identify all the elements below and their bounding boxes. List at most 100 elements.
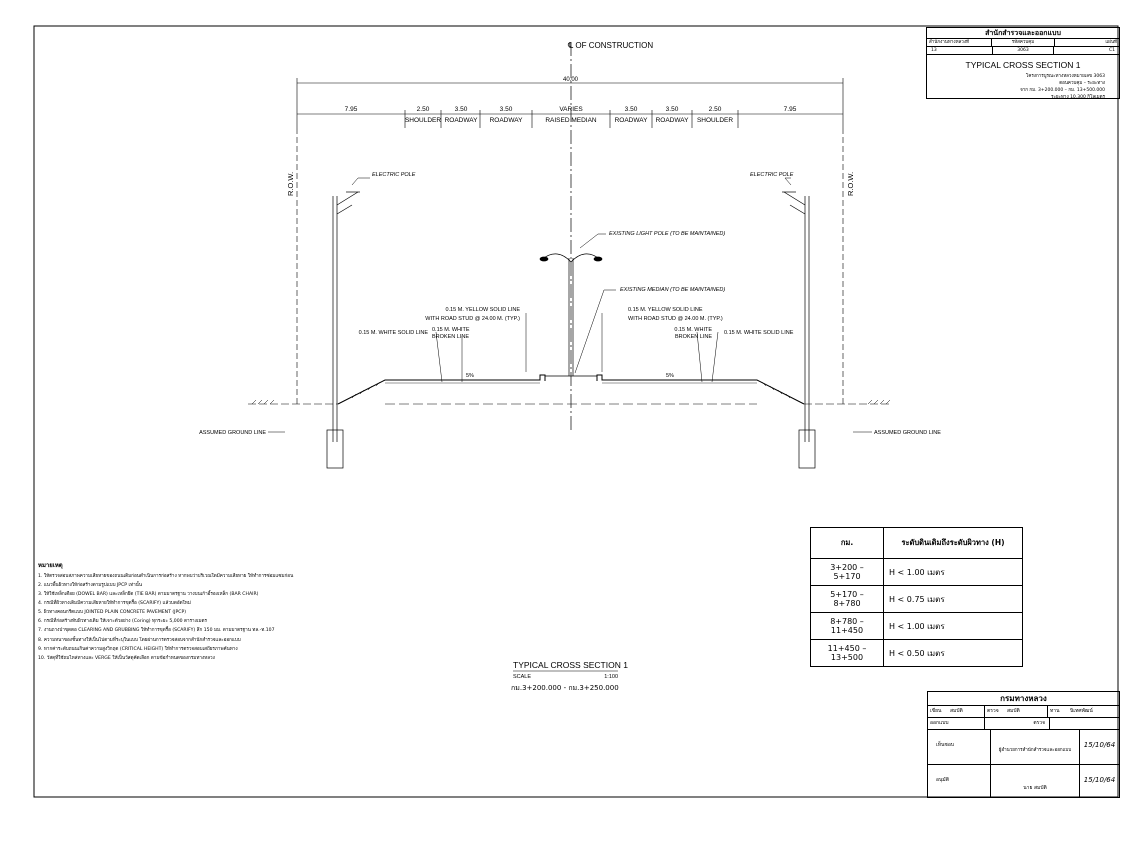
embankment-hatch bbox=[251, 381, 891, 405]
title-col-label: แผ่นที่ bbox=[1105, 40, 1117, 45]
notes-heading: หมายเหตุ bbox=[38, 562, 63, 569]
title-col-value: 3063 bbox=[993, 47, 1055, 54]
table-row: 8+780 – 11+450 H < 1.00 เมตร bbox=[810, 612, 1023, 640]
table-cell-h: H < 0.50 เมตร bbox=[883, 639, 1023, 667]
table-cell-h: H < 1.00 เมตร bbox=[883, 612, 1023, 640]
title-block-title: TYPICAL CROSS SECTION 1 bbox=[965, 60, 1081, 70]
table-cell-km: 11+450 – 13+500 bbox=[810, 639, 884, 667]
seg-label: ROADWAY bbox=[490, 117, 524, 124]
white-solid-label-right: 0.15 M. WHITE SOLID LINE bbox=[724, 330, 794, 336]
light-pole-label: EXISTING LIGHT POLE (TO BE MAINTAINED) bbox=[609, 231, 725, 237]
road-profile bbox=[248, 374, 892, 405]
seg-label: ROADWAY bbox=[656, 117, 690, 124]
seg-width: 7.95 bbox=[784, 106, 797, 113]
title-col-value: 13 bbox=[927, 47, 993, 54]
median-label: EXISTING MEDIAN (TO BE MAINTAINED) bbox=[620, 287, 725, 293]
approval-row-4: อนุมัติ นาย สมบัติ 15/10/64 bbox=[928, 765, 1119, 797]
ground-line-label-left: ASSUMED GROUND LINE bbox=[199, 430, 266, 436]
seg-width: 3.50 bbox=[666, 106, 679, 113]
seg-width: 3.50 bbox=[500, 106, 513, 113]
seg-width: 7.95 bbox=[345, 106, 358, 113]
caption-range: กม.3+200.000 - กม.3+250.000 bbox=[511, 684, 619, 692]
title-block-sub2: ตอนควบคุม – ระยะทาง bbox=[1059, 81, 1105, 86]
approval-cell: สมบัติ bbox=[1007, 706, 1048, 717]
approval-empty bbox=[1050, 718, 1119, 729]
white-broken-label-left-1: 0.15 M. WHITE bbox=[432, 327, 470, 333]
approval-row-2: ออกแบบ ตรวจ bbox=[928, 718, 1119, 730]
title-col-label: สำนักงานทางหลวงที่ bbox=[927, 39, 992, 46]
approval-row-1: เขียน สมบัติ ตรวจ สมบัติ ทาน นิเทศพัฒน์ bbox=[928, 706, 1119, 718]
electric-pole-label-left: ELECTRIC POLE bbox=[372, 172, 416, 178]
note-item: 3. ให้ใช้เหล็กเดือย (DOWEL BAR) และเหล็ก… bbox=[38, 592, 259, 598]
seg-label: SHOULDER bbox=[405, 117, 441, 124]
yellow-line-label-right-2: WITH ROAD STUD @ 24.00 M. (TYP.) bbox=[628, 316, 723, 322]
sheet-border bbox=[33, 25, 1119, 798]
approval-date: 15/10/64 bbox=[1083, 741, 1116, 749]
slope-label-right: 5% bbox=[666, 373, 674, 379]
note-item: 6. กรณีที่ก่อสร้างทับผิวทางเดิม ให้เจาะต… bbox=[38, 619, 207, 625]
approval-cell: นิเทศพัฒน์ bbox=[1070, 708, 1093, 714]
table-row: 3+200 – 5+170 H < 1.00 เมตร bbox=[810, 558, 1023, 586]
title-block-sub1: โครงการบูรณะทางหลวงหมายเลข 3063 bbox=[1025, 74, 1105, 79]
leader-lines bbox=[268, 177, 872, 433]
approval-date: 15/10/64 bbox=[1083, 776, 1116, 784]
electric-pole-right bbox=[782, 191, 816, 469]
note-item: 7. งานถางป่าขุดตอ CLEARING AND GRUBBING … bbox=[38, 628, 275, 634]
title-block-agency: สำนักสำรวจและออกแบบ bbox=[927, 28, 1119, 39]
seg-width: VARIES bbox=[559, 106, 583, 113]
yellow-line-label-right-1: 0.15 M. YELLOW SOLID LINE bbox=[628, 307, 703, 313]
approval-agency: กรมทางหลวง bbox=[928, 692, 1119, 706]
height-table-col-km: กม. bbox=[810, 527, 884, 559]
title-block: สำนักสำรวจและออกแบบ สำนักงานทางหลวงที่ ร… bbox=[926, 27, 1120, 100]
title-col-value: C1 bbox=[1109, 48, 1116, 53]
white-broken-label-left-2: BROKEN LINE bbox=[432, 334, 469, 340]
electric-pole-left bbox=[326, 191, 360, 469]
seg-label: ROADWAY bbox=[445, 117, 479, 124]
caption-title: TYPICAL CROSS SECTION 1 bbox=[513, 660, 628, 670]
notes-block: หมายเหตุ 1. ให้ตรวจสอบสภาพความเสียหายของ… bbox=[38, 561, 478, 665]
approval-cell: อนุมัติ bbox=[928, 765, 991, 797]
height-table-col-h: ระดับดินเดิมถึงระดับผิวทาง (H) bbox=[883, 527, 1023, 559]
approval-cell: เห็นชอบ bbox=[928, 730, 991, 764]
ground-line-label-right: ASSUMED GROUND LINE bbox=[874, 430, 941, 436]
centerline-label: ℄ OF CONSTRUCTION bbox=[567, 41, 653, 50]
approval-cell: นาย สมบัติ bbox=[991, 765, 1080, 797]
yellow-line-label-left-2: WITH ROAD STUD @ 24.00 M. (TYP.) bbox=[425, 316, 520, 322]
title-block-values: 13 3063 C1 bbox=[927, 47, 1119, 55]
note-item: 8. ความหนาของชั้นทางให้เป็นไปตามที่ระบุใ… bbox=[38, 637, 241, 643]
height-table: กม. ระดับดินเดิมถึงระดับผิวทาง (H) 3+200… bbox=[810, 527, 1023, 667]
height-table-header: กม. ระดับดินเดิมถึงระดับผิวทาง (H) bbox=[810, 527, 1023, 559]
table-row: 5+170 – 8+780 H < 0.75 เมตร bbox=[810, 585, 1023, 613]
note-item: 1. ให้ตรวจสอบสภาพความเสียหายของถนนเดิมก่… bbox=[38, 574, 294, 579]
note-item: 4. กรณีที่ผิวทางเดิมมีความเสียหายให้ทำกา… bbox=[38, 601, 191, 607]
white-solid-label-left: 0.15 M. WHITE SOLID LINE bbox=[359, 330, 429, 336]
row-label-left: R.O.W. bbox=[286, 172, 295, 196]
table-cell-h: H < 1.00 เมตร bbox=[883, 558, 1023, 586]
title-block-sub4: ระยะทาง 10.300 กิโลเมตร bbox=[1051, 95, 1105, 100]
segment-dimension bbox=[297, 110, 843, 128]
seg-label: SHOULDER bbox=[697, 117, 733, 124]
seg-width: 3.50 bbox=[455, 106, 468, 113]
title-block-cols: สำนักงานทางหลวงที่ รหัสควบคุม แผ่นที่ bbox=[927, 39, 1119, 47]
approval-cell: ผู้อำนวยการสำนักสำรวจและออกแบบ bbox=[991, 730, 1080, 764]
note-item: 5. ผิวทางคอนกรีตแบบ JOINTED PLAIN CONCRE… bbox=[38, 610, 187, 616]
white-broken-label-right-2: BROKEN LINE bbox=[675, 334, 712, 340]
approval-cell: ตรวจ bbox=[985, 718, 1050, 729]
seg-label: ROADWAY bbox=[615, 117, 649, 124]
yellow-line-label-left-1: 0.15 M. YELLOW SOLID LINE bbox=[446, 307, 521, 313]
approval-row-3: เห็นชอบ ผู้อำนวยการสำนักสำรวจและออกแบบ 1… bbox=[928, 730, 1119, 765]
caption-scale-value: 1:100 bbox=[604, 674, 618, 680]
white-broken-label-right-1: 0.15 M. WHITE bbox=[674, 327, 712, 333]
note-item: 2. แนวพื้นผิวทางให้ก่อสร้างตามรูปแบบ JPC… bbox=[38, 583, 142, 589]
note-item: 9. หากค่าระดับถนนเกินค่าความสูงวิกฤต (CR… bbox=[38, 646, 238, 652]
seg-width: 2.50 bbox=[417, 106, 430, 113]
table-row: 11+450 – 13+500 H < 0.50 เมตร bbox=[810, 639, 1023, 667]
table-cell-km: 3+200 – 5+170 bbox=[810, 558, 884, 586]
seg-width: 3.50 bbox=[625, 106, 638, 113]
seg-label: RAISED MEDIAN bbox=[545, 117, 597, 124]
title-block-sub3: จาก กม. 3+200.000 – กม. 13+500.000 bbox=[1020, 88, 1105, 93]
slope-label-left: 5% bbox=[466, 373, 474, 379]
caption-scale-label: SCALE bbox=[513, 674, 531, 680]
title-col-label: รหัสควบคุม bbox=[992, 39, 1055, 46]
